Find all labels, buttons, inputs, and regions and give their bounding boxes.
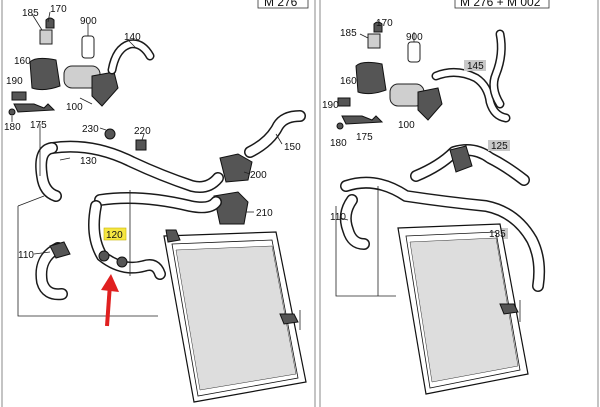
label-120: 120: [106, 230, 123, 241]
label-130: 130: [80, 156, 97, 167]
bolt-190: [11, 91, 27, 101]
r-label-135: 135: [489, 229, 506, 240]
r-clip-900: [407, 41, 421, 63]
r-label-145: 145: [467, 61, 484, 72]
label-180: 180: [4, 122, 21, 133]
right-labels: 185 170 900 160 190 180 175 100 145 125 …: [322, 18, 508, 240]
clamp-220: [135, 139, 147, 151]
r-pump-housing: [417, 87, 443, 121]
hose-middle: [95, 193, 221, 212]
label-100: 100: [66, 102, 83, 113]
r-radiator: [397, 223, 529, 395]
screw-180: [8, 108, 16, 116]
label-900: 900: [80, 16, 97, 27]
r-label-185: 185: [340, 28, 357, 39]
r-label-125: 125: [491, 141, 508, 152]
hose-140: [109, 40, 153, 73]
r-label-180: 180: [330, 138, 347, 149]
label-200: 200: [250, 170, 267, 181]
label-170: 170: [50, 4, 67, 15]
clamp-110: [49, 241, 71, 259]
label-175: 175: [30, 120, 47, 131]
hose-130: [47, 142, 223, 192]
r-hose-135: [341, 178, 544, 291]
radiator: [163, 229, 307, 403]
tag-145: [464, 60, 486, 71]
label-220: 220: [134, 126, 151, 137]
bracket-175: [13, 103, 56, 113]
r-screw-180: [336, 122, 344, 130]
r-label-190: 190: [322, 100, 339, 111]
hose-150: [245, 111, 305, 157]
r-label-160: 160: [340, 76, 357, 87]
hose-110: [36, 243, 67, 299]
label-230: 230: [82, 124, 99, 135]
tag-125: [488, 140, 510, 151]
label-110: 110: [18, 250, 34, 261]
right-header-box: [454, 0, 550, 9]
label-190: 190: [6, 76, 23, 87]
r-label-100: 100: [398, 120, 415, 131]
pump-housing: [91, 71, 119, 107]
label-150: 150: [284, 142, 301, 153]
right-panel-header: M 276 + M 002: [460, 0, 541, 9]
clamp-120b: [116, 256, 128, 268]
r-hose-110: [341, 195, 369, 249]
leader-frame: [17, 206, 158, 317]
r-bolt-190: [337, 97, 351, 107]
left-assembly: [8, 11, 307, 403]
clamp-230: [104, 128, 116, 140]
r-hose-145a: [433, 69, 509, 121]
highlight-120: [103, 227, 127, 241]
callout-arrow: [101, 274, 119, 327]
r-hose-125: [411, 145, 529, 185]
label-185: 185: [22, 8, 39, 19]
r-thermostat: [449, 145, 473, 173]
left-header-box: [257, 0, 309, 9]
bracket-185: [39, 29, 53, 45]
thermostat-200: [219, 153, 253, 183]
r-bracket-185: [367, 33, 381, 49]
r-label-175: 175: [356, 132, 373, 143]
housing-210: [213, 191, 249, 225]
clamp-120a: [98, 250, 110, 262]
label-160: 160: [14, 56, 31, 67]
cap-170: [45, 17, 55, 29]
left-labels: 185 170 900 140 160 100 190 180 175 230 …: [4, 4, 301, 261]
r-label-110: 110: [330, 212, 346, 223]
bracket-160: [29, 57, 61, 91]
label-140: 140: [124, 32, 141, 43]
right-assembly: [335, 21, 546, 395]
clip-900: [81, 35, 95, 59]
left-panel-header: M 276: [264, 0, 298, 9]
right-panel-frame: [319, 0, 599, 407]
label-210: 210: [256, 208, 273, 219]
r-label-170: 170: [376, 18, 393, 29]
r-cap-170: [373, 21, 383, 33]
r-label-900: 900: [406, 32, 423, 43]
left-panel-frame: [1, 0, 316, 407]
r-hose-145b: [490, 31, 505, 107]
r-bracket-160: [355, 61, 387, 95]
r-bracket-175: [341, 115, 384, 125]
